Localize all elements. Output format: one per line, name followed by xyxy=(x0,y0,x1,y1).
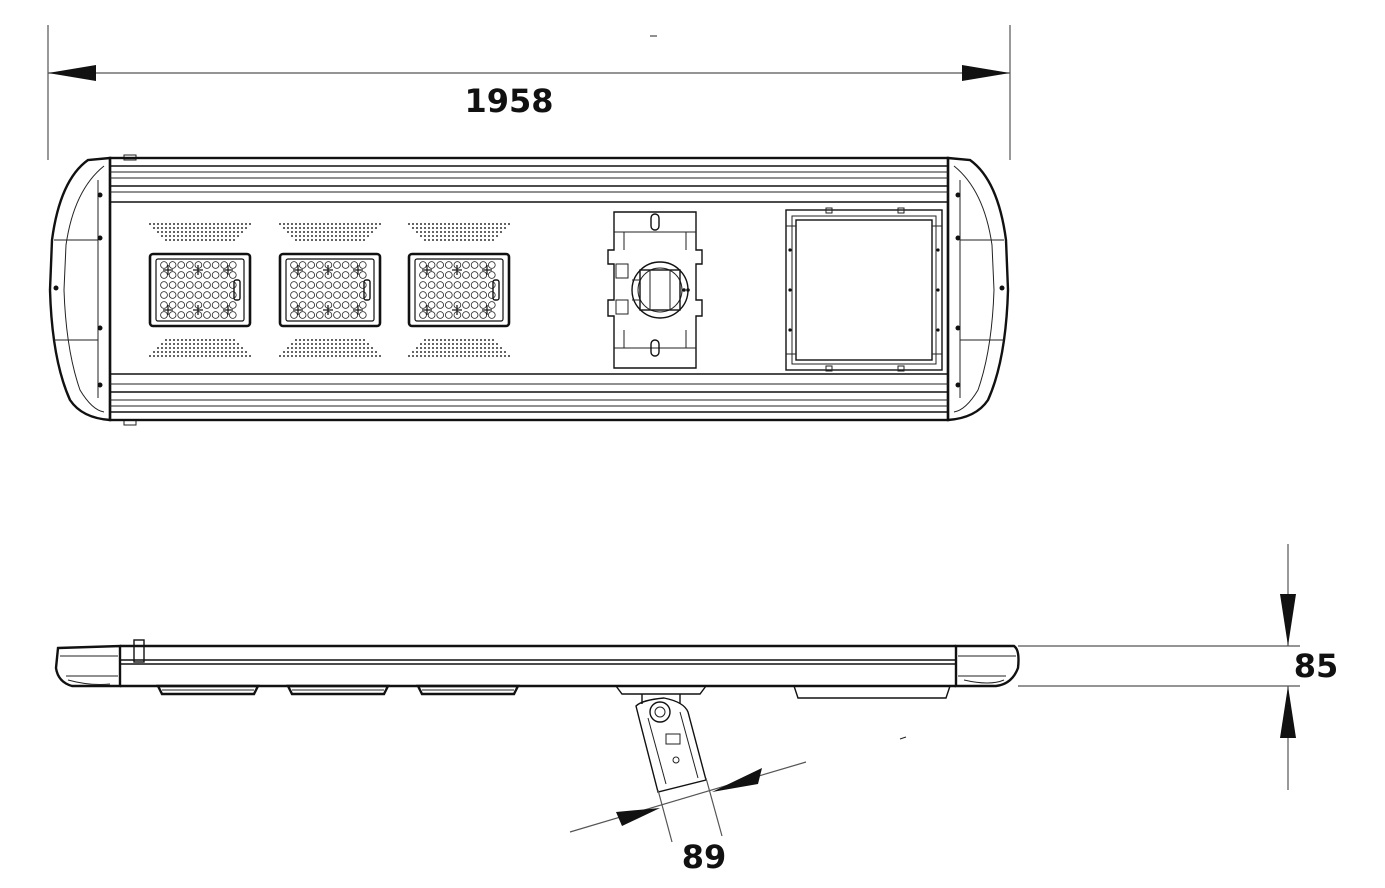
led-profiles xyxy=(156,684,951,699)
lamp-housing-side xyxy=(54,639,1020,688)
side-button xyxy=(133,639,145,663)
mounting-arm-side xyxy=(614,685,708,793)
arm-arrow-left xyxy=(616,808,660,826)
right-end-side xyxy=(954,644,1020,688)
height-arrow-top xyxy=(1280,594,1296,646)
right-end-cap xyxy=(946,156,1010,422)
left-end-side xyxy=(54,644,122,688)
main-body xyxy=(108,156,950,422)
length-label: 1958 xyxy=(464,82,553,120)
length-arrow-left xyxy=(48,65,96,81)
led-module xyxy=(148,223,252,357)
height-label: 85 xyxy=(1294,647,1339,685)
left-end-cap xyxy=(48,156,112,422)
arm-width-label: 89 xyxy=(682,838,727,876)
length-dimension: 1958 xyxy=(47,25,1011,160)
top-view: 1958 xyxy=(47,25,1011,426)
battery-cover xyxy=(785,207,943,372)
arm-arrow-right xyxy=(712,768,762,792)
height-arrow-bottom xyxy=(1280,686,1296,738)
led-module xyxy=(278,223,382,357)
arm-width-dimension: 89 xyxy=(569,761,807,876)
mounting-bracket-top xyxy=(607,211,703,369)
height-dimension: 85 xyxy=(1018,544,1338,790)
lamp-housing-top xyxy=(48,154,1010,426)
led-module xyxy=(407,223,511,357)
length-arrow-right xyxy=(962,65,1010,81)
led-modules xyxy=(148,223,511,357)
side-view: 85 89 xyxy=(54,544,1338,876)
battery-profile xyxy=(793,685,951,699)
